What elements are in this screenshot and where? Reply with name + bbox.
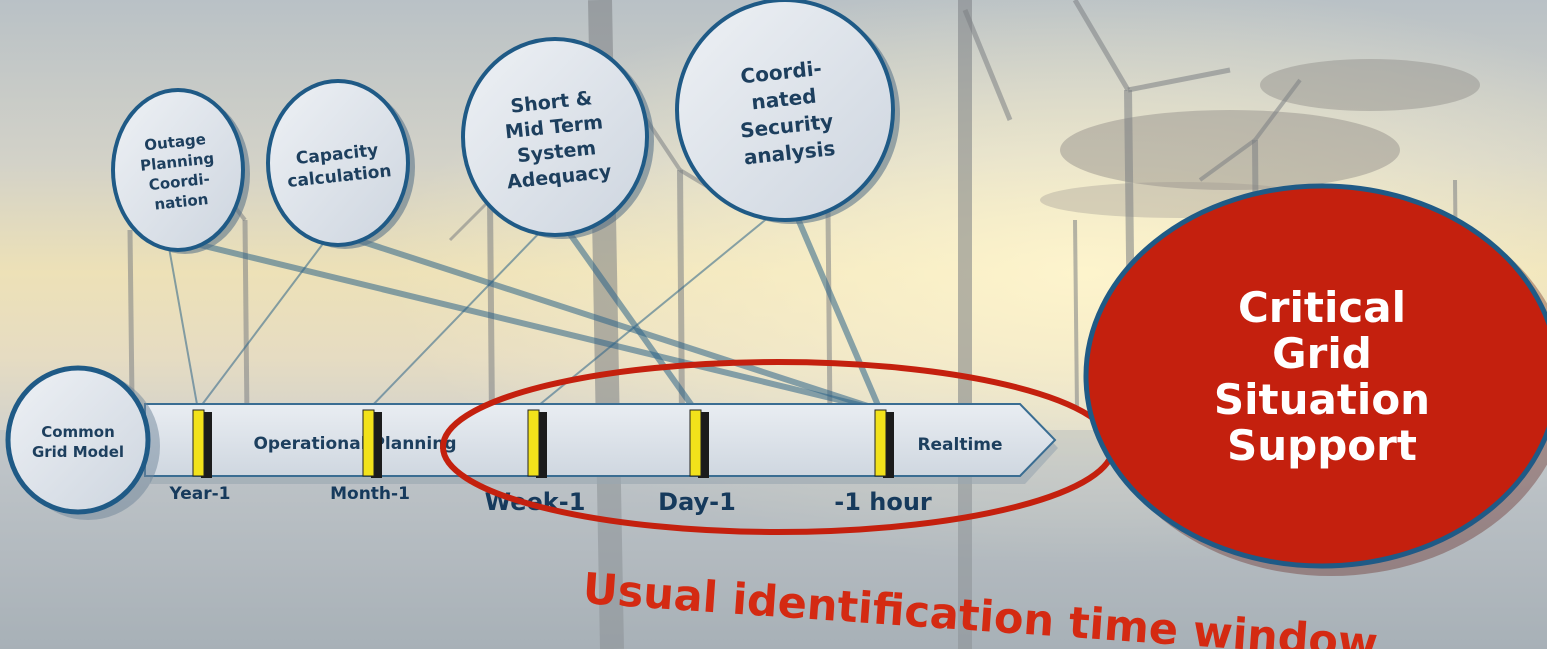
process-bubble-shape: [111, 88, 245, 252]
process-bubbles: OutagePlanningCoordi-nation Capacitycalcu…: [111, 0, 900, 254]
connector-line: [562, 225, 698, 412]
timeline-tick-marker: [362, 409, 375, 477]
tick-shadow: [536, 412, 547, 478]
timeline-tick-label: Month-1: [330, 484, 410, 504]
source-node-text: Grid Model: [32, 443, 124, 461]
timeline-tick-label: Year-1: [168, 484, 230, 504]
timeline-label-realtime: Realtime: [917, 435, 1002, 455]
critical-node-text: Grid: [1272, 329, 1372, 378]
connector-line: [197, 236, 329, 411]
tick-shadow: [371, 412, 382, 478]
timeline-tick-marker: [527, 409, 540, 477]
tick-shadow: [883, 412, 894, 478]
process-bubble-text-line: nation: [153, 190, 209, 214]
process-bubble-label: OutagePlanningCoordi-nation: [137, 129, 219, 214]
timeline-tick-label: Day-1: [658, 488, 736, 516]
timeline-tick-label: -1 hour: [834, 488, 932, 516]
critical-node-text: Situation: [1214, 375, 1430, 424]
source-node-text: Common: [41, 423, 115, 441]
connector-line: [167, 241, 199, 411]
timeline-arrow: Operational Planning Realtime: [144, 403, 1058, 484]
process-connectors: [167, 210, 883, 413]
connector-line: [367, 226, 546, 411]
connector-line: [792, 210, 883, 412]
tick-shadow: [201, 412, 212, 478]
timeline-label-operational-planning: Operational Planning: [253, 434, 456, 454]
process-bubble: Coordi-natedSecurityanalysis: [675, 0, 900, 224]
process-bubble: OutagePlanningCoordi-nation: [111, 88, 250, 254]
connector-line: [347, 234, 881, 413]
critical-node-text: Support: [1227, 421, 1417, 470]
process-bubble-shape: [675, 0, 895, 222]
tick-shadow: [698, 412, 709, 478]
timeline-tick-marker: [874, 409, 887, 477]
process-bubble-shape: [266, 79, 410, 247]
timeline-tick-marker: [192, 409, 205, 477]
process-bubble: Capacitycalculation: [266, 79, 415, 249]
process-bubble: Short &Mid TermSystemAdequacy: [461, 37, 654, 239]
timeline-tick-marker: [689, 409, 702, 477]
critical-node-text: Critical: [1238, 283, 1406, 332]
process-bubble-shape: [461, 37, 649, 237]
